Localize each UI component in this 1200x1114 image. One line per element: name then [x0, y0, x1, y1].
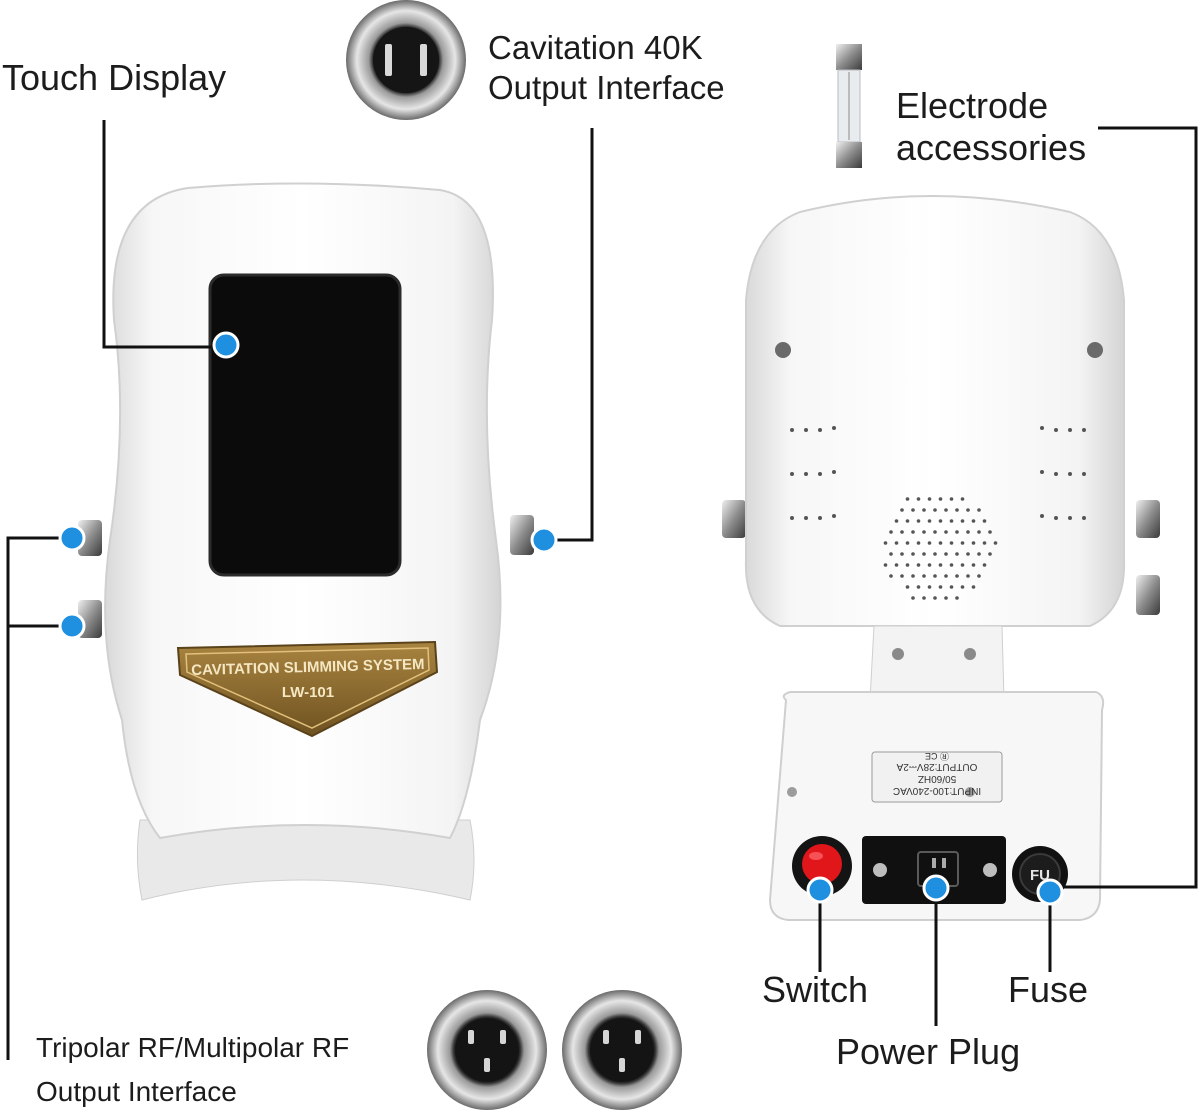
rf-connector-icon-left — [427, 990, 547, 1110]
label-cavitation-line1: Cavitation 40K — [488, 29, 703, 66]
marker-power-plug — [922, 874, 950, 902]
cavitation-leader — [544, 128, 594, 542]
marker-cavitation — [530, 526, 558, 554]
touch-display-leader — [102, 120, 226, 349]
device-badge — [176, 640, 439, 738]
sticker-marks: Ⓡ CE — [925, 751, 949, 761]
electrode-leader — [1050, 126, 1198, 889]
rear-device — [722, 195, 1160, 921]
label-electrode-line2: accessories — [896, 127, 1087, 168]
front-device — [78, 182, 534, 901]
front-left-connector-top — [78, 520, 102, 556]
markers — [58, 331, 1064, 906]
rear-right-connector-bottom — [1136, 575, 1160, 615]
rear-left-connector — [722, 500, 746, 538]
badge-model: LW-101 — [282, 684, 334, 701]
label-rf-line1: Tripolar RF/Multipolar RF — [36, 1032, 350, 1063]
rf-connector-icon-right — [562, 990, 682, 1110]
sticker-line1: INPUT:100-240VAC — [893, 785, 981, 796]
marker-rf-top — [58, 524, 86, 552]
touch-display-screen — [208, 273, 402, 577]
vent-dots — [790, 426, 1086, 520]
sticker-line3: OUTPUT:28V⎓2A — [896, 761, 977, 772]
marker-rf-bottom — [58, 612, 86, 640]
label-touch-display: Touch Display — [2, 57, 227, 98]
rear-right-connector-top — [1136, 500, 1160, 538]
power-plug-socket — [862, 836, 1006, 904]
marker-fuse — [1036, 878, 1064, 906]
badge-title: CAVITATION SLIMMING SYSTEM — [191, 656, 425, 679]
rf-leader-top — [6, 536, 72, 1060]
label-fuse: Fuse — [1008, 969, 1089, 1010]
label-electrode-line1: Electrode — [896, 85, 1049, 126]
fuse-accessory-icon — [836, 44, 862, 168]
label-cavitation-line2: Output Interface — [488, 69, 725, 106]
label-rf-line2: Output Interface — [36, 1076, 237, 1107]
front-right-connector — [510, 515, 534, 555]
label-power-plug: Power Plug — [836, 1031, 1021, 1072]
speaker-grille — [883, 497, 998, 600]
leader-lines — [6, 120, 1198, 1060]
marker-touch-display — [212, 331, 240, 359]
sticker-line2: 50/60HZ — [918, 773, 956, 784]
cavitation-connector-icon — [346, 0, 466, 120]
label-switch: Switch — [762, 969, 869, 1010]
power-switch — [792, 836, 852, 896]
marker-switch — [806, 876, 834, 904]
fuse-cap-text: FU — [1030, 867, 1050, 884]
